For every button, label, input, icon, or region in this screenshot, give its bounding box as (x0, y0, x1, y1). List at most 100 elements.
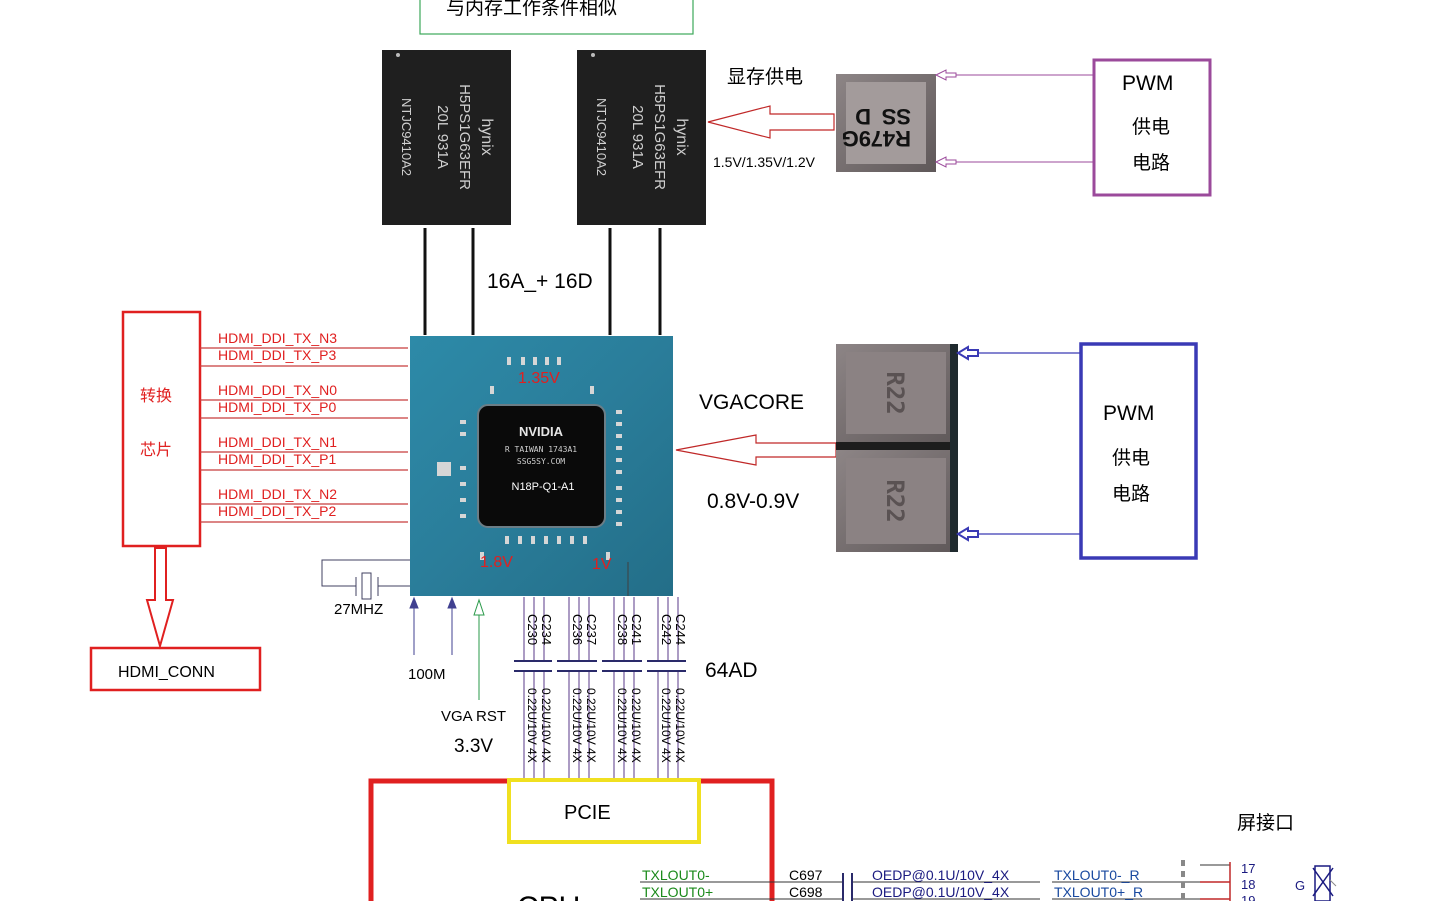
memory-chip-text-3: 20L 931A (434, 105, 451, 169)
capacitor-name: C230 (525, 614, 540, 645)
reset-voltage: 3.3V (454, 736, 493, 757)
top-note: 与内存工作条件相似 (419, 0, 694, 35)
memory-chip-text-1: hynix (673, 118, 690, 155)
converter-line1: 转换 (140, 386, 172, 405)
capacitor-name: C241 (629, 614, 644, 645)
pcie-label: PCIE (564, 802, 611, 824)
memory-chip-1: hynix H5PS1G63EFR 20L 931A NTJC9410A2 (382, 50, 511, 225)
memory-inductor-text-3: 9G (842, 126, 871, 151)
edp-signal: TXLOUT0- (642, 867, 710, 883)
vgacore-inductor-1-text: R22 (881, 371, 909, 414)
edp-out: TXLOUT0-_R (1054, 867, 1140, 883)
vgacore-inductor-2: R22 (836, 450, 958, 552)
capacitor-value: 0.22U/10V 4X (570, 688, 584, 763)
memory-chip-text-1: hynix (478, 118, 495, 155)
edp-row-2: TXLOUT0+ C698 OEDP@0.1U/10V_4X TXLOUT0+_… (642, 877, 1255, 900)
capacitor-value: 0.22U/10V 4X (615, 688, 629, 763)
vgacore-label: VGACORE (699, 391, 804, 414)
hdmi-signal-label: HDMI_DDI_TX_N1 (218, 434, 337, 450)
hdmi-signal-label: HDMI_DDI_TX_P1 (218, 451, 336, 467)
memory-chip-text-4: NTJC9410A2 (399, 98, 414, 176)
hdmi-signal-label: HDMI_DDI_TX_N2 (218, 486, 337, 502)
capacitor-value: 0.22U/10V 4X (673, 688, 687, 763)
capacitor-name: C237 (584, 614, 599, 645)
pwm-top-line1: 供电 (1132, 116, 1170, 138)
pcie-lane-lines (523, 597, 679, 778)
edp-out: TXLOUT0+_R (1054, 884, 1143, 900)
capacitor-value: 0.22U/10V 4X (659, 688, 673, 763)
converter-line2: 芯片 (140, 440, 172, 459)
pwm-top-title: PWM (1122, 72, 1173, 95)
gpu-voltage-bottom-left: 1.8V (480, 554, 513, 571)
pwm-top-links (934, 69, 1094, 168)
memory-inductor-text-1: R47 (871, 126, 911, 151)
memory-chip-text-2: H5PS1G63EFR (651, 84, 668, 190)
capacitor-name: C238 (615, 614, 630, 645)
lane-label: 64AD (705, 659, 758, 682)
ref-clock-label: 100M (408, 666, 446, 683)
memory-chip-2: hynix H5PS1G63EFR 20L 931A NTJC9410A2 (577, 50, 706, 225)
ground-symbol: G (1295, 865, 1337, 901)
pcie-capacitor-names: C230 C234 C236 C237 C238 C241 C242 C244 (525, 614, 688, 645)
edp-value: OEDP@0.1U/10V_4X (872, 867, 1010, 883)
crystal-freq: 27MHZ (334, 601, 383, 618)
gpu-chip: NVIDIA R TAIWAN 1743A1 SSG5SY.COM N18P-Q… (410, 336, 673, 596)
memory-chip-text-3: 20L 931A (629, 105, 646, 169)
top-note-text: 与内存工作条件相似 (446, 0, 617, 19)
pwm-mid-links (956, 345, 1081, 542)
edp-capacitor-plates (842, 873, 853, 901)
capacitor-name: C236 (570, 614, 585, 645)
memory-supply-voltages: 1.5V/1.35V/1.2V (713, 154, 816, 170)
edp-pin: 18 (1241, 877, 1255, 892)
edp-cap: C698 (789, 884, 823, 900)
pwm-mid-title: PWM (1103, 402, 1154, 425)
pwm-mid-box: PWM 供电 电路 (1079, 342, 1198, 560)
hdmi-signal-label: HDMI_DDI_TX_N0 (218, 382, 337, 398)
edp-row-1: TXLOUT0- C697 OEDP@0.1U/10V_4X TXLOUT0-_… (642, 861, 1255, 883)
edp-pin-next: 19 (1241, 893, 1255, 901)
memory-inductor: R47 SS 9G D (836, 74, 936, 172)
ground-label: G (1295, 878, 1305, 893)
edp-pin: 17 (1241, 861, 1255, 876)
pcie-box: PCIE (507, 778, 701, 844)
hdmi-signal-label: HDMI_DDI_TX_P2 (218, 503, 336, 519)
cpu-label: CPU (517, 891, 580, 901)
gpu-model: N18P-Q1-A1 (512, 481, 575, 493)
hdmi-signal-lines (200, 347, 408, 523)
hdmi-signal-label: HDMI_DDI_TX_P3 (218, 347, 336, 363)
gpu-fine-print-1: R TAIWAN 1743A1 (505, 445, 577, 454)
pcie-capacitor-values: 0.22U/10V 4X 0.22U/10V 4X 0.22U/10V 4X 0… (525, 688, 687, 763)
vgacore-arrow (675, 434, 837, 466)
hdmi-signal-label: HDMI_DDI_TX_P0 (218, 399, 336, 415)
vgacore-range: 0.8V-0.9V (707, 490, 799, 513)
capacitor-value: 0.22U/10V 4X (525, 688, 539, 763)
hdmi-connector-label: HDMI_CONN (118, 664, 215, 681)
memory-inductor-text-2: SS (882, 104, 911, 129)
gpu-brand: NVIDIA (519, 424, 564, 439)
inductor-gap (836, 442, 958, 450)
crystal-27mhz (321, 559, 410, 600)
reset-label: VGA RST (441, 708, 506, 725)
pwm-top-box: PWM 供电 电路 (1092, 58, 1212, 197)
pwm-mid-line1: 供电 (1112, 447, 1150, 469)
hdmi-down-arrow (145, 547, 175, 650)
memory-chip-text-2: H5PS1G63EFR (456, 84, 473, 190)
vgacore-inductor-2-text: R22 (881, 479, 909, 522)
capacitor-name: C242 (659, 614, 674, 645)
capacitor-value: 0.22U/10V 4X (539, 688, 553, 763)
hdmi-signal-label: HDMI_DDI_TX_N3 (218, 330, 337, 346)
inductor-edge (950, 344, 958, 552)
capacitor-name: C234 (539, 614, 554, 645)
memory-supply-label: 显存供电 (727, 66, 803, 88)
capacitor-name: C244 (673, 614, 688, 645)
memory-supply-arrow (707, 105, 835, 139)
memory-chip-text-4: NTJC9410A2 (594, 98, 609, 176)
hdmi-connector: HDMI_CONN (89, 646, 262, 692)
pwm-top-line2: 电路 (1132, 152, 1170, 174)
gpu-voltage-top: 1.35V (518, 370, 560, 387)
reset-arrow (473, 598, 485, 700)
capacitor-value: 0.22U/10V 4X (629, 688, 643, 763)
edp-value: OEDP@0.1U/10V_4X (872, 884, 1010, 900)
edp-cap: C697 (789, 867, 823, 883)
